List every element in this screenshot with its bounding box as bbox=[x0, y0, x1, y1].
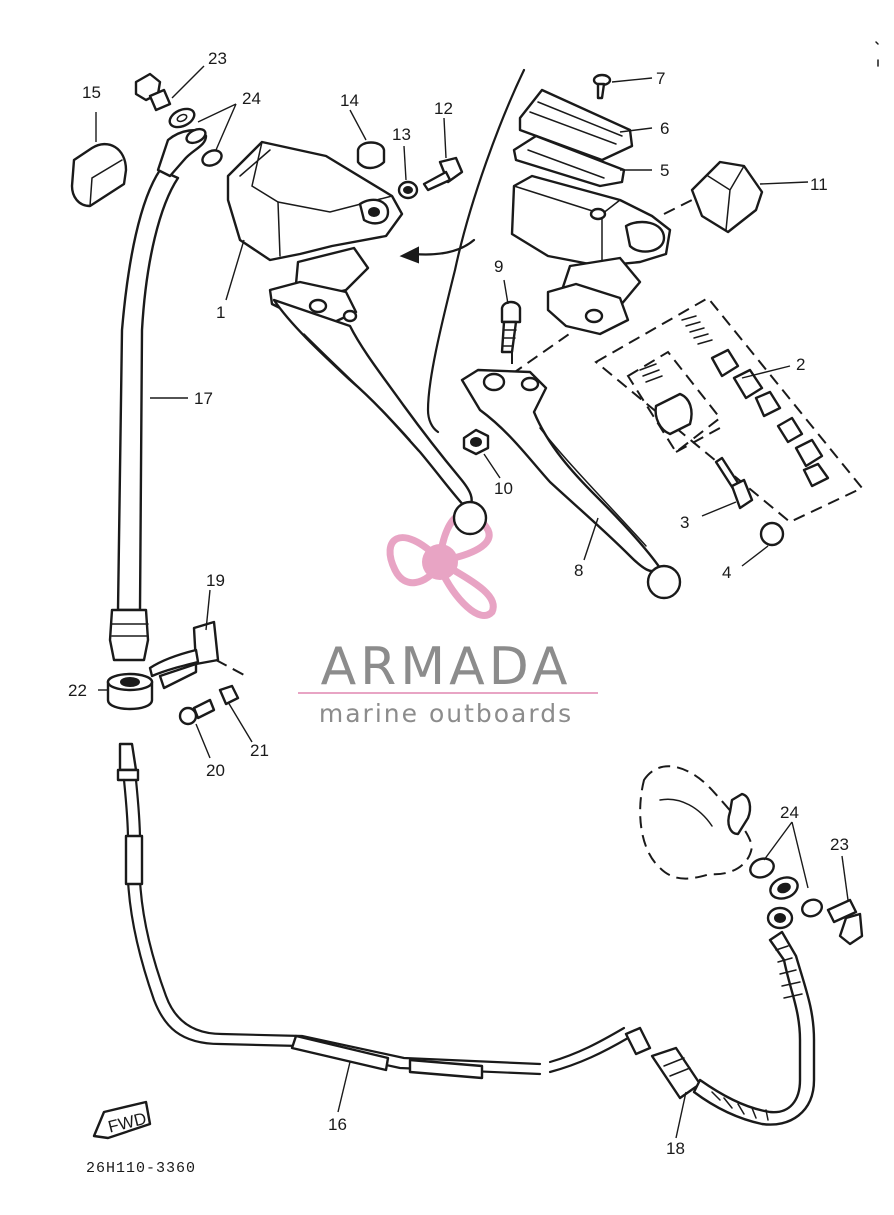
hose-18 bbox=[624, 930, 816, 1126]
callout-14: 14 bbox=[340, 91, 359, 110]
callout-5: 5 bbox=[660, 161, 669, 180]
callout-2: 2 bbox=[796, 355, 805, 374]
switch-11 bbox=[690, 160, 764, 234]
banjo-bolt-23-low bbox=[826, 898, 864, 946]
master-cylinder-right bbox=[510, 174, 672, 336]
callouts: 1 2 3 4 5 6 7 8 9 10 11 12 13 14 15 16 1… bbox=[68, 49, 849, 1158]
screw-7 bbox=[592, 73, 612, 100]
lever-8 bbox=[460, 368, 682, 600]
callout-15: 15 bbox=[82, 83, 101, 102]
callout-10: 10 bbox=[494, 479, 513, 498]
callout-24-top: 24 bbox=[242, 89, 261, 108]
pushrod-3 bbox=[714, 456, 754, 510]
callout-17: 17 bbox=[194, 389, 213, 408]
lever-left bbox=[272, 298, 488, 536]
brand-tagline: marine outboards bbox=[319, 699, 573, 728]
cover-6 bbox=[518, 88, 634, 162]
washer-24-low-b bbox=[769, 876, 799, 900]
washer-24-top-a bbox=[168, 107, 196, 129]
banjo-bolt-23-top bbox=[134, 72, 172, 112]
callout-18: 18 bbox=[666, 1139, 685, 1158]
boot-4 bbox=[759, 521, 785, 547]
cap-14 bbox=[356, 141, 386, 170]
callout-11: 11 bbox=[810, 175, 828, 194]
bracket-19 bbox=[148, 620, 220, 690]
propeller-icon bbox=[386, 509, 497, 619]
master-cylinder-1 bbox=[226, 140, 404, 326]
banjo-eye-low bbox=[766, 906, 794, 930]
callout-8: 8 bbox=[574, 561, 583, 580]
section-divider bbox=[426, 68, 526, 434]
callout-4: 4 bbox=[722, 563, 731, 582]
callout-1: 1 bbox=[216, 303, 225, 322]
bolt-9 bbox=[500, 300, 522, 354]
callout-21: 21 bbox=[250, 741, 269, 760]
part-code: 26H110-3360 bbox=[86, 1160, 196, 1177]
callout-12: 12 bbox=[434, 99, 453, 118]
replacement-arrow bbox=[399, 238, 476, 264]
fwd-arrow-badge: FWD bbox=[92, 1100, 152, 1140]
cap-15 bbox=[70, 142, 128, 208]
propeller-hub bbox=[422, 544, 458, 580]
grommet-22 bbox=[106, 672, 154, 711]
diaphragm-5 bbox=[512, 134, 626, 188]
nut-21 bbox=[218, 684, 240, 706]
callout-20: 20 bbox=[206, 761, 225, 780]
callout-22: 22 bbox=[68, 681, 87, 700]
callout-16: 16 bbox=[328, 1115, 347, 1134]
hose-17 bbox=[108, 127, 208, 662]
hose-16 bbox=[116, 742, 630, 1080]
callout-9: 9 bbox=[494, 257, 503, 276]
washer-24-top-b bbox=[201, 149, 223, 167]
callout-23-low: 23 bbox=[830, 835, 849, 854]
callout-23-top: 23 bbox=[208, 49, 227, 68]
callout-7: 7 bbox=[656, 69, 665, 88]
bracket-dash bbox=[215, 659, 247, 677]
callout-19: 19 bbox=[206, 571, 225, 590]
callout-3: 3 bbox=[680, 513, 689, 532]
screw-12 bbox=[422, 156, 464, 192]
spring bbox=[639, 315, 713, 383]
caliper-outline bbox=[639, 765, 754, 880]
leader-lines bbox=[95, 65, 849, 1139]
armada-logo: ARMADA marine outboards bbox=[298, 509, 598, 728]
washer-24-low-c bbox=[801, 898, 823, 918]
callout-24-low: 24 bbox=[780, 803, 799, 822]
corner-mark bbox=[875, 41, 879, 67]
kit-2 bbox=[594, 296, 864, 524]
washer-24-low-a bbox=[749, 857, 775, 879]
callout-13: 13 bbox=[392, 125, 411, 144]
screw-20 bbox=[178, 698, 216, 726]
callout-6: 6 bbox=[660, 119, 669, 138]
washer-13 bbox=[397, 180, 419, 200]
pivot-dash bbox=[511, 331, 573, 375]
nut-10 bbox=[462, 428, 490, 456]
switch-dash bbox=[663, 199, 693, 215]
brand-name: ARMADA bbox=[321, 637, 572, 697]
